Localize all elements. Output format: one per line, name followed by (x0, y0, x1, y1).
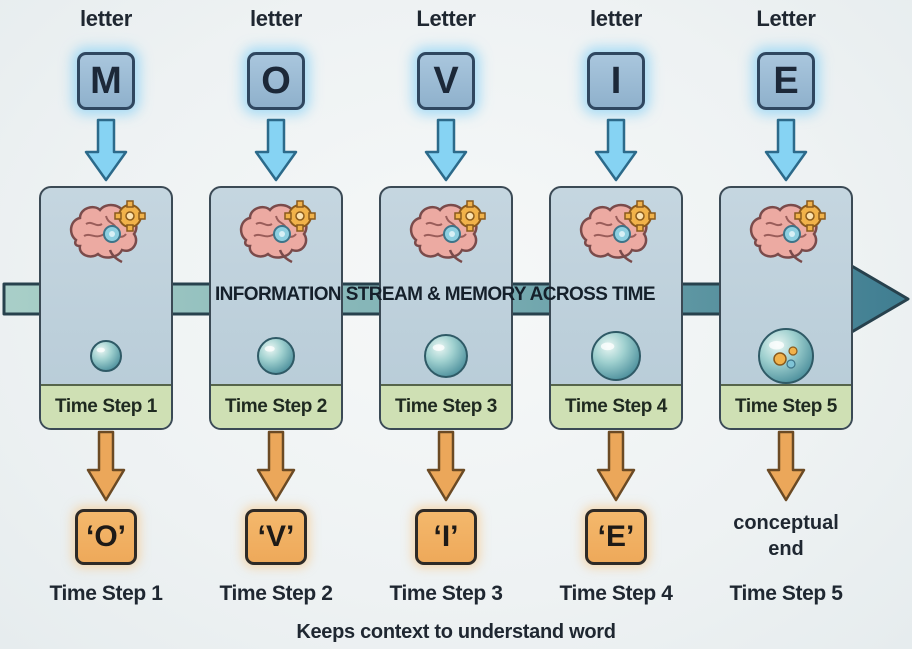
input-type-label: letter (80, 6, 132, 31)
down-arrow-icon (254, 118, 298, 182)
down-arrow-icon (424, 118, 468, 182)
output-line: end (768, 538, 804, 560)
down-arrow-icon (426, 430, 466, 502)
cell-time-step-label: Time Step 4 (551, 384, 681, 428)
rnn-cell: Time Step 3 (379, 186, 513, 430)
time-step-label: Time Step 3 (389, 582, 503, 605)
output-letter: ‘O’ (85, 520, 126, 553)
caption: Keeps context to understand word (296, 621, 616, 643)
time-step-label: Time Step 1 (49, 582, 163, 605)
cell-time-step-label: Time Step 5 (721, 384, 851, 428)
memory-orb-icon (88, 338, 124, 379)
input-letter-box: I (587, 52, 645, 110)
down-arrow-icon (256, 430, 296, 502)
input-letter: E (773, 59, 799, 102)
output-letter: ‘I’ (433, 520, 459, 553)
down-arrow-icon (764, 118, 808, 182)
output-letter-box: ‘O’ (75, 509, 137, 565)
input-letter-box: M (77, 52, 135, 110)
output-letter-box: ‘V’ (245, 509, 307, 565)
rnn-cell: Time Step 2 (209, 186, 343, 430)
output-letter: ‘E’ (597, 520, 635, 553)
memory-orb-icon (422, 332, 470, 385)
input-letter: O (261, 59, 291, 102)
stream-label: INFORMATION STREAM & MEMORY ACROSS TIME (215, 284, 656, 305)
down-arrow-icon (594, 118, 638, 182)
cell-time-step-label: Time Step 1 (41, 384, 171, 428)
input-letter-box: V (417, 52, 475, 110)
rnn-cell: Time Step 1 (39, 186, 173, 430)
output-letter-box: ‘I’ (415, 509, 477, 565)
rnn-cell: Time Step 5 (719, 186, 853, 430)
time-step-label: Time Step 2 (219, 582, 333, 605)
output-letter: ‘V’ (257, 520, 295, 553)
down-arrow-icon (84, 118, 128, 182)
memory-orb-icon (589, 329, 643, 388)
memory-orb-icon (756, 326, 816, 391)
brain-gear-icon (576, 200, 658, 269)
output-line: conceptual (733, 512, 839, 534)
input-type-label: letter (590, 6, 642, 31)
time-step-label: Time Step 5 (729, 582, 843, 605)
down-arrow-icon (86, 430, 126, 502)
input-letter-box: O (247, 52, 305, 110)
input-letter: V (433, 59, 459, 102)
cell-time-step-label: Time Step 2 (211, 384, 341, 428)
input-type-label: letter (250, 6, 302, 31)
input-letter: M (90, 59, 122, 102)
rnn-cell: Time Step 4 (549, 186, 683, 430)
brain-gear-icon (236, 200, 318, 269)
output-text: conceptual end (701, 510, 871, 562)
brain-gear-icon (746, 200, 828, 269)
brain-gear-icon (66, 200, 148, 269)
cell-time-step-label: Time Step 3 (381, 384, 511, 428)
input-type-label: Letter (416, 6, 476, 31)
down-arrow-icon (766, 430, 806, 502)
input-type-label: Letter (756, 6, 816, 31)
time-step-label: Time Step 4 (559, 582, 673, 605)
output-letter-box: ‘E’ (585, 509, 647, 565)
input-letter-box: E (757, 52, 815, 110)
memory-orb-icon (255, 335, 297, 382)
brain-gear-icon (406, 200, 488, 269)
input-letter: I (610, 59, 622, 102)
down-arrow-icon (596, 430, 636, 502)
